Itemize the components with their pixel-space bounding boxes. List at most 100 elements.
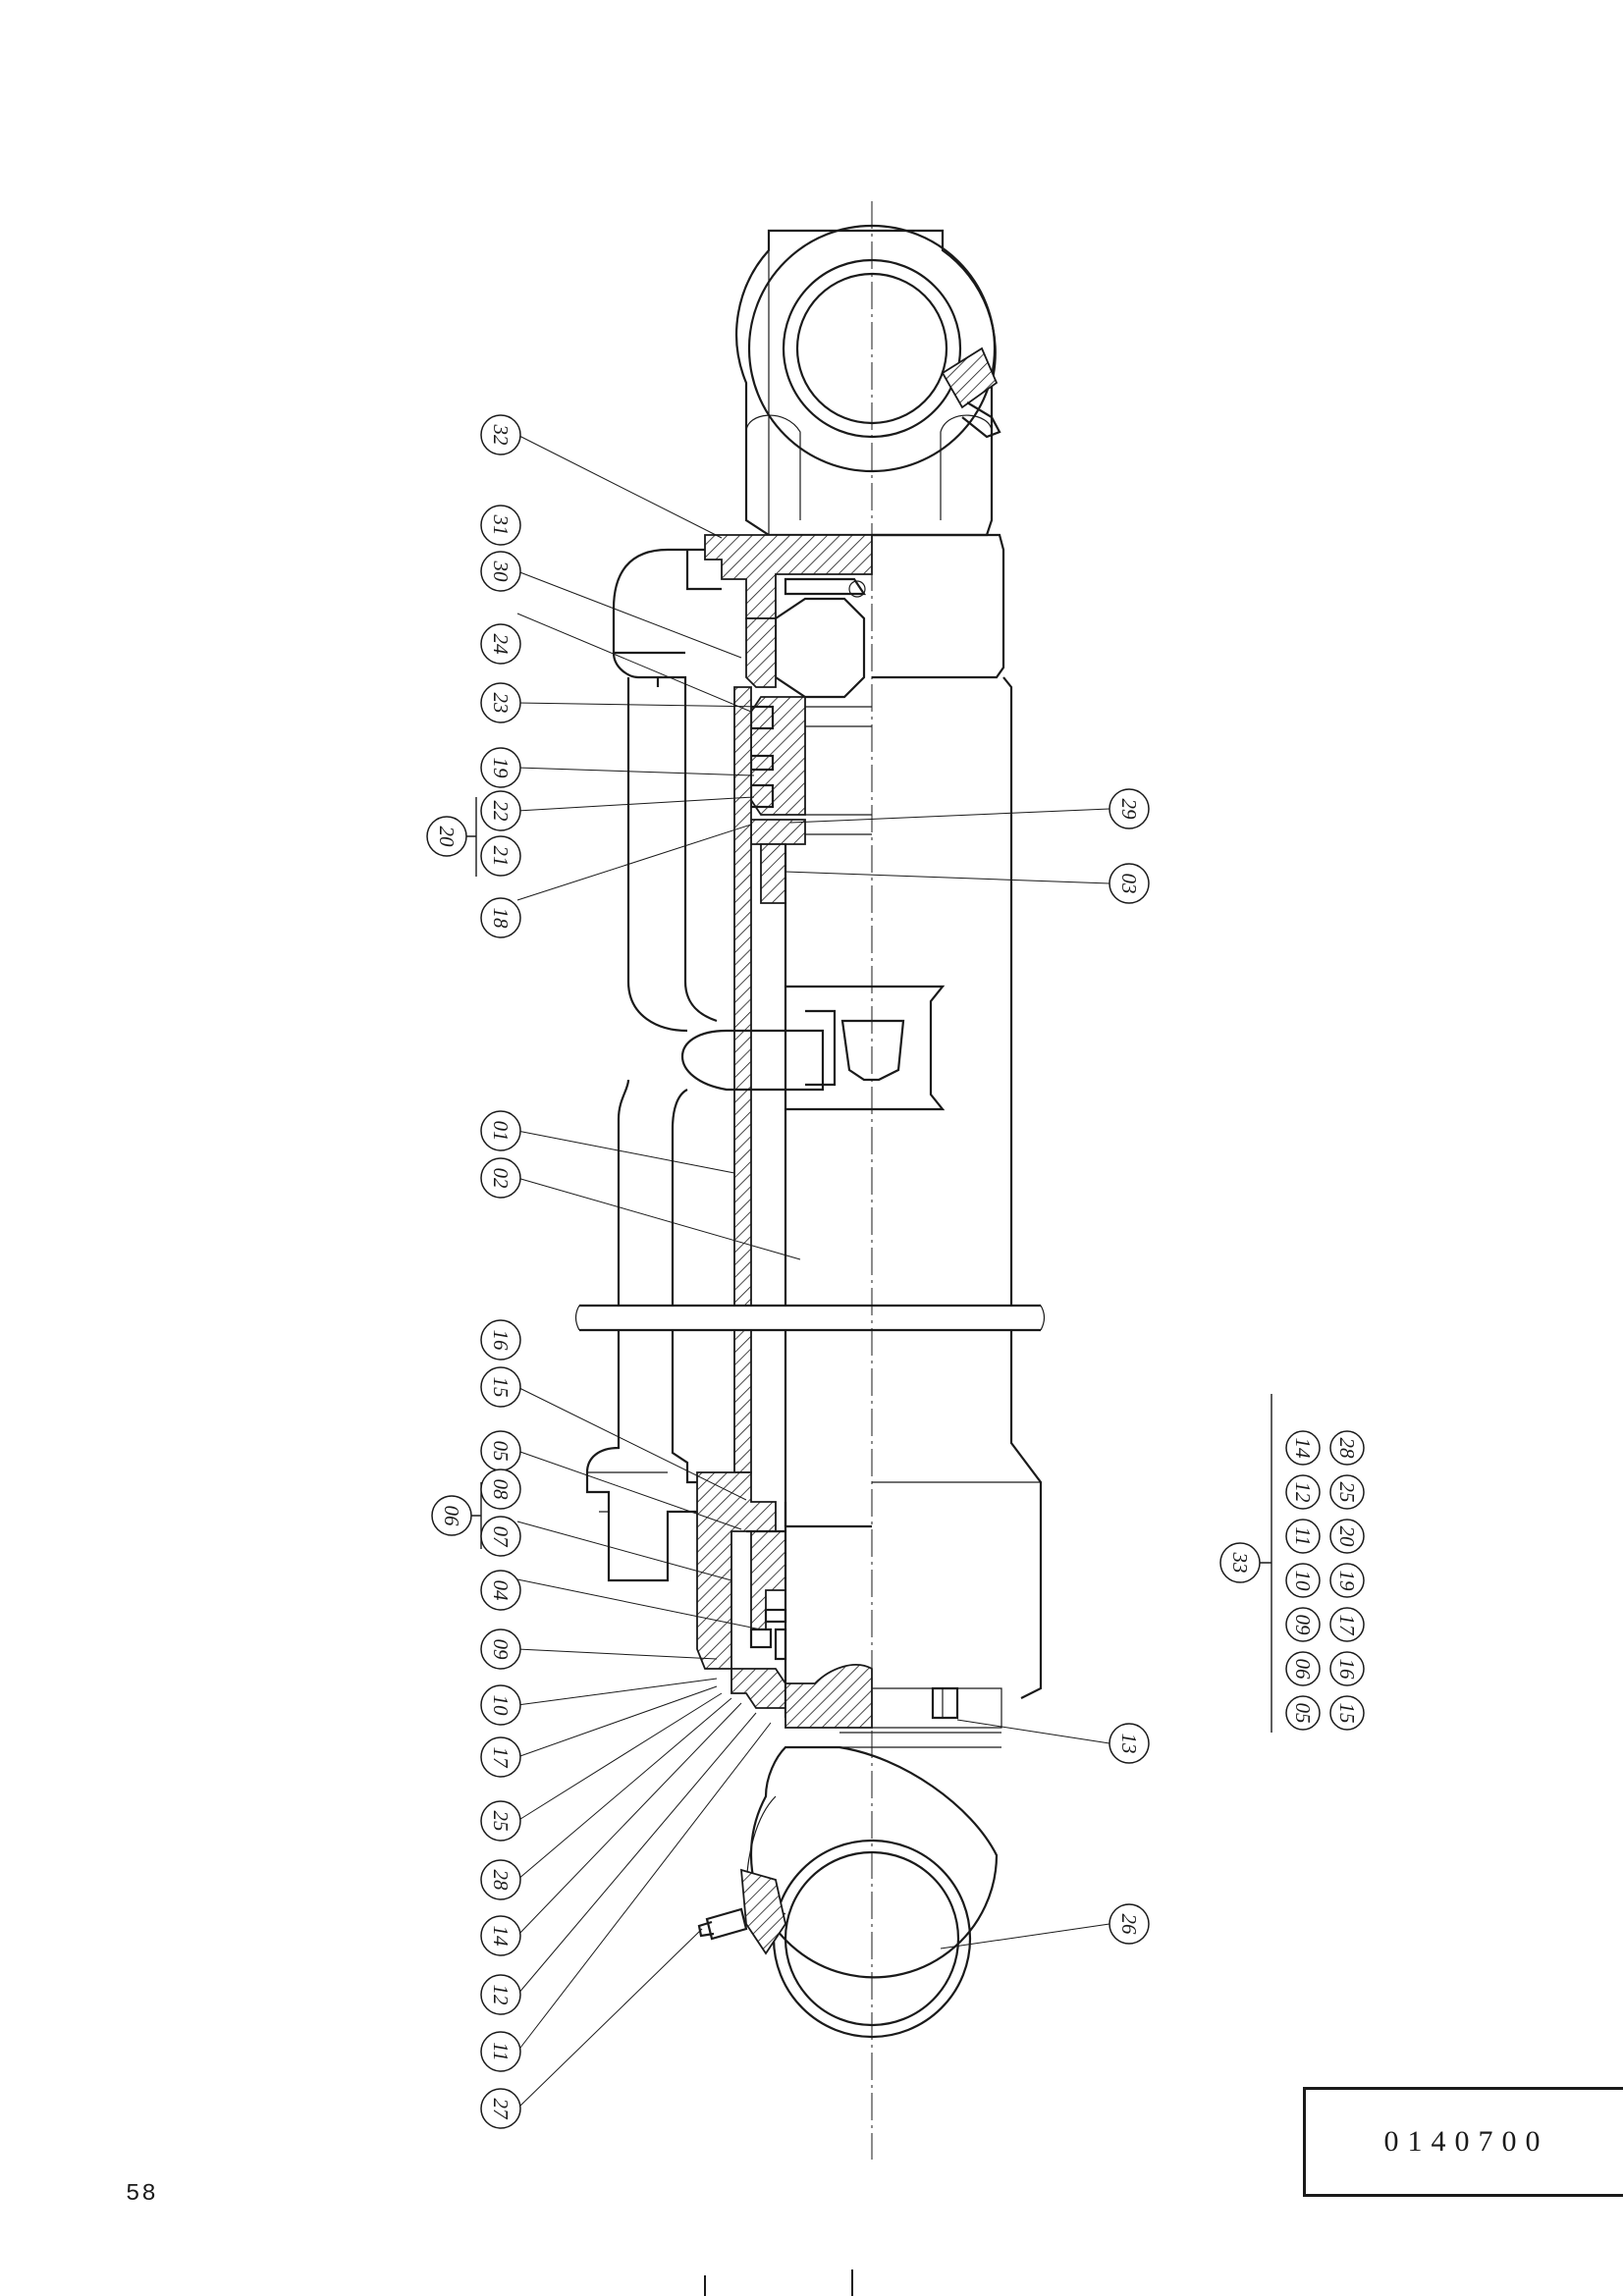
callout-06: 06 <box>431 1495 472 1536</box>
seal-kit-list: 33 05 06 09 10 11 12 14 15 16 17 19 20 2… <box>1219 1430 1365 1731</box>
svg-text:04: 04 <box>489 1580 513 1602</box>
callout-05: 05 <box>480 1430 521 1471</box>
callout-14: 14 <box>480 1915 521 1956</box>
callout-27: 27 <box>480 2088 521 2129</box>
callout-13: 13 <box>1109 1723 1150 1764</box>
svg-text:20: 20 <box>435 827 459 848</box>
rod-eye <box>697 1745 999 2039</box>
scan-mark <box>851 2269 853 2296</box>
kit-item: 06 <box>1285 1651 1321 1686</box>
svg-text:19: 19 <box>1335 1571 1359 1592</box>
svg-text:10: 10 <box>489 1695 513 1717</box>
svg-text:21: 21 <box>489 846 513 867</box>
svg-text:02: 02 <box>489 1168 513 1190</box>
svg-text:23: 23 <box>489 693 513 714</box>
svg-text:14: 14 <box>489 1926 513 1948</box>
collar-section <box>760 843 786 904</box>
callout-20: 20 <box>426 816 467 857</box>
kit-item: 09 <box>1285 1607 1321 1642</box>
head-clevis-eye <box>735 224 1001 537</box>
svg-text:16: 16 <box>489 1330 513 1352</box>
svg-text:17: 17 <box>1335 1615 1359 1637</box>
svg-text:22: 22 <box>489 801 513 823</box>
svg-text:27: 27 <box>489 2099 513 2121</box>
svg-text:09: 09 <box>1291 1615 1315 1636</box>
svg-text:14: 14 <box>1291 1438 1315 1460</box>
svg-text:10: 10 <box>1291 1571 1315 1592</box>
kit-item: 15 <box>1329 1695 1365 1731</box>
svg-text:31: 31 <box>489 514 513 536</box>
middle-port-fitting <box>680 985 946 1111</box>
group-20-bracket <box>466 797 477 877</box>
kit-item: 16 <box>1329 1651 1365 1686</box>
svg-text:12: 12 <box>489 1985 513 2006</box>
kit-item: 25 <box>1329 1474 1365 1510</box>
cylinder-assembly <box>574 201 1046 2160</box>
callout-01: 01 <box>480 1110 521 1151</box>
svg-text:24: 24 <box>489 634 513 656</box>
kit-item: 20 <box>1329 1519 1365 1554</box>
kit-item: 19 <box>1329 1563 1365 1598</box>
svg-text:18: 18 <box>489 908 513 930</box>
svg-text:25: 25 <box>489 1811 513 1832</box>
callout-12: 12 <box>480 1974 521 2015</box>
callout-22: 22 <box>480 790 521 831</box>
callout-03: 03 <box>1109 863 1150 904</box>
svg-text:12: 12 <box>1291 1482 1315 1504</box>
svg-text:29: 29 <box>1117 799 1141 821</box>
rod-gland-section <box>696 1471 1002 1748</box>
svg-text:11: 11 <box>1291 1526 1315 1545</box>
svg-text:19: 19 <box>489 758 513 779</box>
callout-26: 26 <box>1109 1903 1150 1945</box>
callout-17: 17 <box>480 1736 521 1778</box>
svg-text:03: 03 <box>1117 874 1141 894</box>
callout-07: 07 <box>480 1516 521 1557</box>
svg-text:26: 26 <box>1117 1914 1141 1936</box>
kit-item: 17 <box>1329 1607 1365 1642</box>
svg-text:09: 09 <box>489 1639 513 1661</box>
head-cap-section <box>704 534 873 619</box>
callout-18: 18 <box>480 897 521 938</box>
svg-text:20: 20 <box>1335 1526 1359 1548</box>
callout-19: 19 <box>480 747 521 788</box>
kit-item: 10 <box>1285 1563 1321 1598</box>
svg-text:05: 05 <box>489 1441 513 1462</box>
callout-10: 10 <box>480 1684 521 1726</box>
piston-nut <box>774 597 866 699</box>
scan-mark <box>704 2275 706 2296</box>
svg-text:06: 06 <box>440 1506 463 1527</box>
svg-text:25: 25 <box>1335 1482 1359 1503</box>
callout-25: 25 <box>480 1800 521 1842</box>
callout-28: 28 <box>480 1859 521 1900</box>
break-line <box>579 1304 1041 1332</box>
svg-text:28: 28 <box>1335 1438 1359 1460</box>
svg-text:15: 15 <box>489 1377 513 1398</box>
callout-11: 11 <box>480 2031 521 2072</box>
callout-31: 31 <box>480 505 521 546</box>
callout-32: 32 <box>480 414 521 455</box>
callout-08: 08 <box>480 1468 521 1510</box>
kit-item: 11 <box>1285 1519 1321 1554</box>
oil-pipe <box>585 548 722 1582</box>
callout-16: 16 <box>480 1319 521 1361</box>
kit-item: 14 <box>1285 1430 1321 1466</box>
svg-text:15: 15 <box>1335 1703 1359 1724</box>
svg-text:32: 32 <box>489 424 513 447</box>
callout-24: 24 <box>480 623 521 665</box>
callout-23: 23 <box>480 682 521 723</box>
svg-text:30: 30 <box>489 561 513 583</box>
svg-text:06: 06 <box>1291 1659 1315 1681</box>
drawing-number-box: 0140700 <box>1303 2087 1623 2197</box>
callout-02: 02 <box>480 1157 521 1199</box>
svg-text:17: 17 <box>489 1747 513 1770</box>
kit-item: 28 <box>1329 1430 1365 1466</box>
svg-text:07: 07 <box>489 1526 513 1549</box>
kit-33-bracket <box>1260 1394 1272 1733</box>
svg-text:33: 33 <box>1228 1552 1252 1574</box>
callout-29: 29 <box>1109 788 1150 829</box>
drawing-number: 0140700 <box>1383 2125 1549 2158</box>
callout-04: 04 <box>480 1570 521 1611</box>
svg-text:16: 16 <box>1335 1659 1359 1681</box>
svg-text:28: 28 <box>489 1870 513 1892</box>
